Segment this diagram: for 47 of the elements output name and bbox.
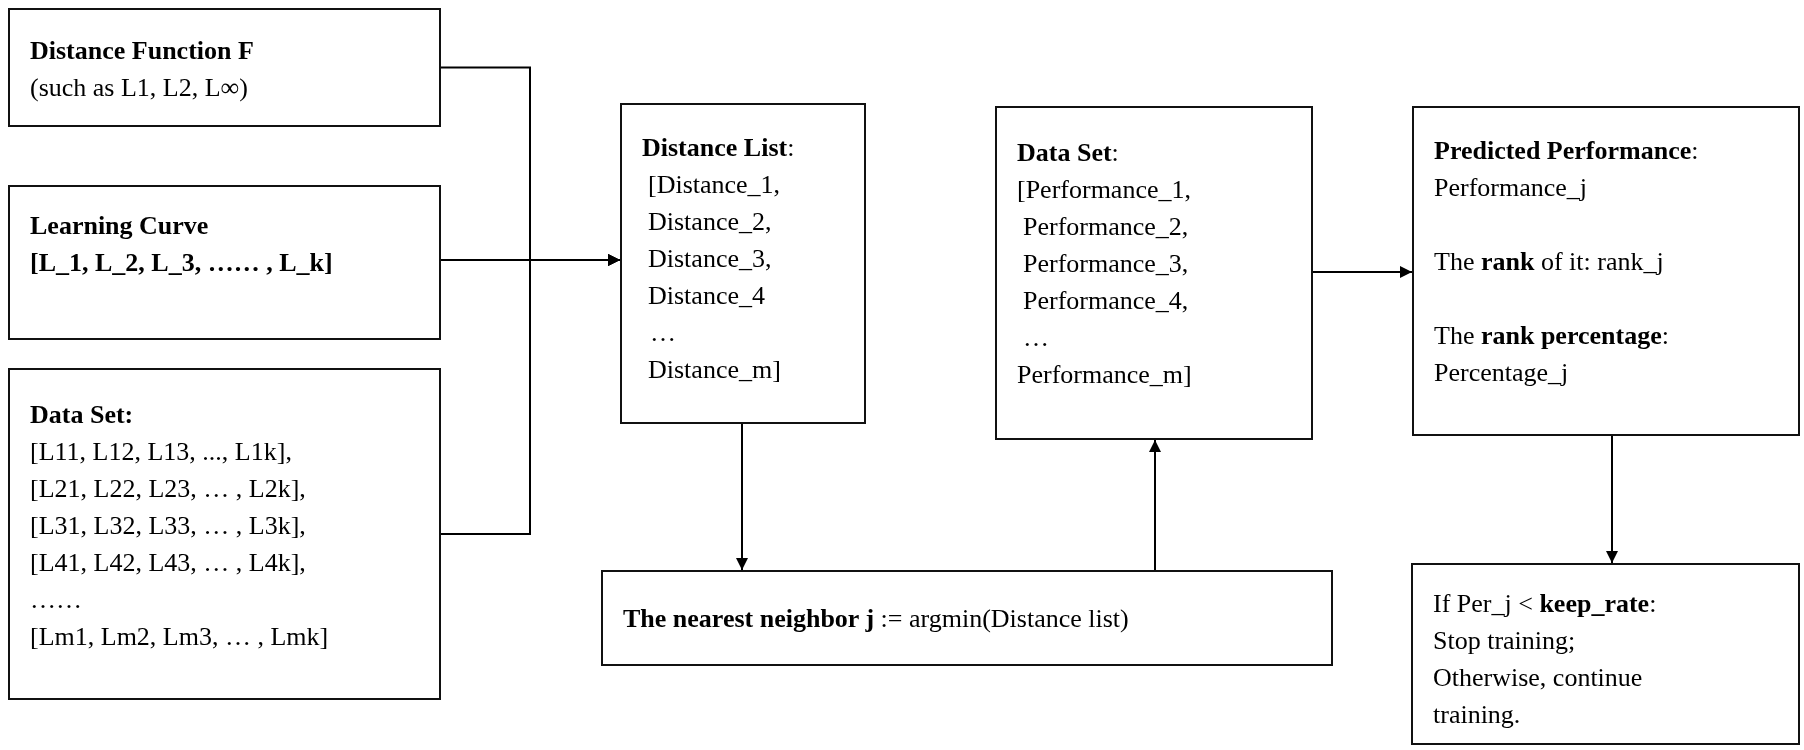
box-text: Performance_4, xyxy=(1022,285,1189,317)
box-text: [Lm1, Lm2, Lm3, … , Lmk] xyxy=(30,621,329,653)
box-text: Percentage_j xyxy=(1434,357,1569,389)
box-heading: Distance List: xyxy=(642,132,795,164)
box-text: [L_1, L_2, L_3, …… , L_k] xyxy=(30,247,333,279)
arrow xyxy=(1312,266,1413,278)
box-text: Distance_2, xyxy=(647,206,772,238)
box-text: Performance_m] xyxy=(1017,359,1192,391)
arrow xyxy=(1606,435,1618,564)
box-text: Performance_3, xyxy=(1022,248,1189,280)
box-text: … xyxy=(1022,322,1049,354)
box-text: [Distance_1, xyxy=(647,169,781,201)
process-box xyxy=(601,570,1333,666)
box-text: [Performance_1, xyxy=(1017,174,1191,206)
box-text: Performance_2, xyxy=(1022,211,1189,243)
process-box xyxy=(8,368,441,700)
box-heading: Data Set: xyxy=(30,399,134,431)
process-box xyxy=(8,185,441,340)
box-heading: Predicted Performance: xyxy=(1434,135,1699,167)
box-text: …… xyxy=(30,584,82,616)
box-heading: Distance Function F xyxy=(30,35,254,67)
box-text: The rank percentage: xyxy=(1434,320,1669,352)
box-text: Otherwise, continue training. xyxy=(1433,662,1644,731)
box-heading: Learning Curve xyxy=(30,210,209,242)
box-text: [L21, L22, L23, … , L2k], xyxy=(30,473,306,505)
box-text: Performance_j xyxy=(1434,172,1588,204)
arrow xyxy=(736,423,748,571)
box-text: Distance_4 xyxy=(647,280,765,312)
box-text: The rank of it: rank_j xyxy=(1434,246,1664,278)
process-box xyxy=(8,8,441,127)
process-box xyxy=(1412,106,1800,436)
box-text: Stop training; xyxy=(1433,625,1576,657)
box-heading: Data Set: xyxy=(1017,137,1119,169)
box-text: (such as L1, L2, L∞) xyxy=(30,72,248,104)
process-box xyxy=(620,103,866,424)
box-text: [L11, L12, L13, ..., L1k], xyxy=(30,436,292,468)
process-box xyxy=(995,106,1313,440)
box-text: Distance_m] xyxy=(647,354,781,386)
box-text: Distance_3, xyxy=(647,243,772,275)
arrow xyxy=(440,254,621,535)
box-text: The nearest neighbor j := argmin(Distance list) xyxy=(623,603,1129,635)
arrow xyxy=(1149,439,1161,571)
box-text: [L41, L42, L43, … , L4k], xyxy=(30,547,306,579)
box-text: [L31, L32, L33, … , L3k], xyxy=(30,510,306,542)
box-text: … xyxy=(649,317,676,349)
box-heading: If Per_j < keep_rate: xyxy=(1433,588,1657,620)
process-box xyxy=(1411,563,1800,745)
